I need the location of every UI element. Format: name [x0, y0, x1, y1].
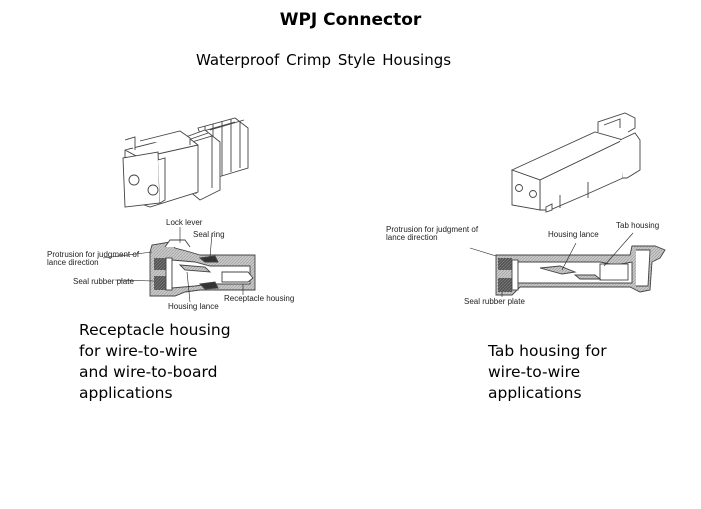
label-protrusion-line1: Protrusion for judgment of — [47, 250, 140, 259]
label-lock-lever: Lock lever — [166, 218, 203, 227]
caption-line: and wire-to-board — [79, 363, 218, 381]
label-seal-ring: Seal ring — [193, 230, 225, 239]
page-title: WPJ Connector — [279, 10, 422, 30]
tab-leader-lines — [469, 232, 634, 297]
label-housing-lance: Housing lance — [168, 302, 219, 311]
caption-line: wire-to-wire — [488, 363, 581, 381]
caption-line: applications — [488, 384, 582, 402]
tab-housing-drawing — [510, 112, 641, 213]
receptacle-housing-drawing — [122, 117, 249, 208]
tab-housing-cross-section — [495, 245, 666, 296]
tab-label-protrusion-line1: Protrusion for judgment of — [386, 225, 479, 234]
tab-label-tab-housing: Tab housing — [616, 221, 659, 230]
caption-line: for wire-to-wire — [79, 342, 198, 360]
receptacle-leader-lines — [102, 227, 244, 303]
label-protrusion-line2: lance direction — [47, 258, 99, 267]
tab-caption: Tab housing for wire-to-wire application… — [488, 341, 607, 404]
caption-line: Receptacle housing — [79, 321, 231, 339]
tab-label-protrusion-line2: lance direction — [386, 233, 438, 242]
label-seal-rubber-plate: Seal rubber plate — [73, 277, 134, 286]
label-receptacle-housing: Receptacle housing — [224, 294, 294, 303]
tab-label-seal-rubber-plate: Seal rubber plate — [464, 297, 525, 306]
caption-line: Tab housing for — [488, 342, 607, 360]
receptacle-housing-cross-section — [149, 239, 256, 297]
page-subtitle: Waterproof Crimp Style Housings — [196, 51, 452, 69]
caption-line: applications — [79, 384, 173, 402]
receptacle-caption: Receptacle housing for wire-to-wire and … — [79, 320, 231, 404]
tab-label-housing-lance: Housing lance — [548, 230, 599, 239]
